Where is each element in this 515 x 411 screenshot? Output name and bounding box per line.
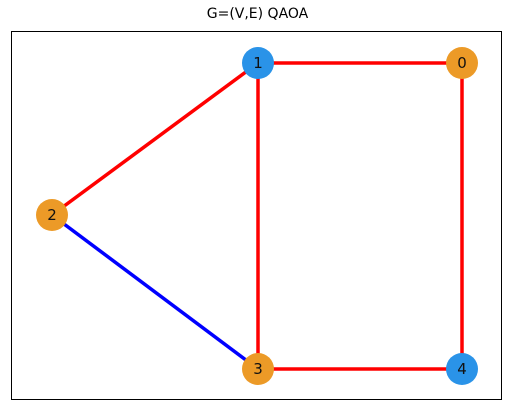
nodes-layer: 0 1 2 3 4 [36,47,478,385]
node-3: 3 [242,353,274,385]
node-label: 2 [47,206,57,224]
node-1: 1 [242,47,274,79]
node-label: 0 [457,54,467,72]
node-circle [36,199,68,231]
node-2: 2 [36,199,68,231]
node-circle [446,353,478,385]
edges-layer [50,61,464,371]
node-label: 1 [253,54,263,72]
edge-1-2 [50,61,260,217]
edge-2-3 [50,213,260,371]
node-label: 3 [253,360,263,378]
node-circle [242,353,274,385]
node-4: 4 [446,353,478,385]
node-circle [446,47,478,79]
plot-frame [11,31,502,400]
node-0: 0 [446,47,478,79]
node-circle [242,47,274,79]
diagram-title: G=(V,E) QAOA [206,6,309,22]
node-label: 4 [457,360,467,378]
